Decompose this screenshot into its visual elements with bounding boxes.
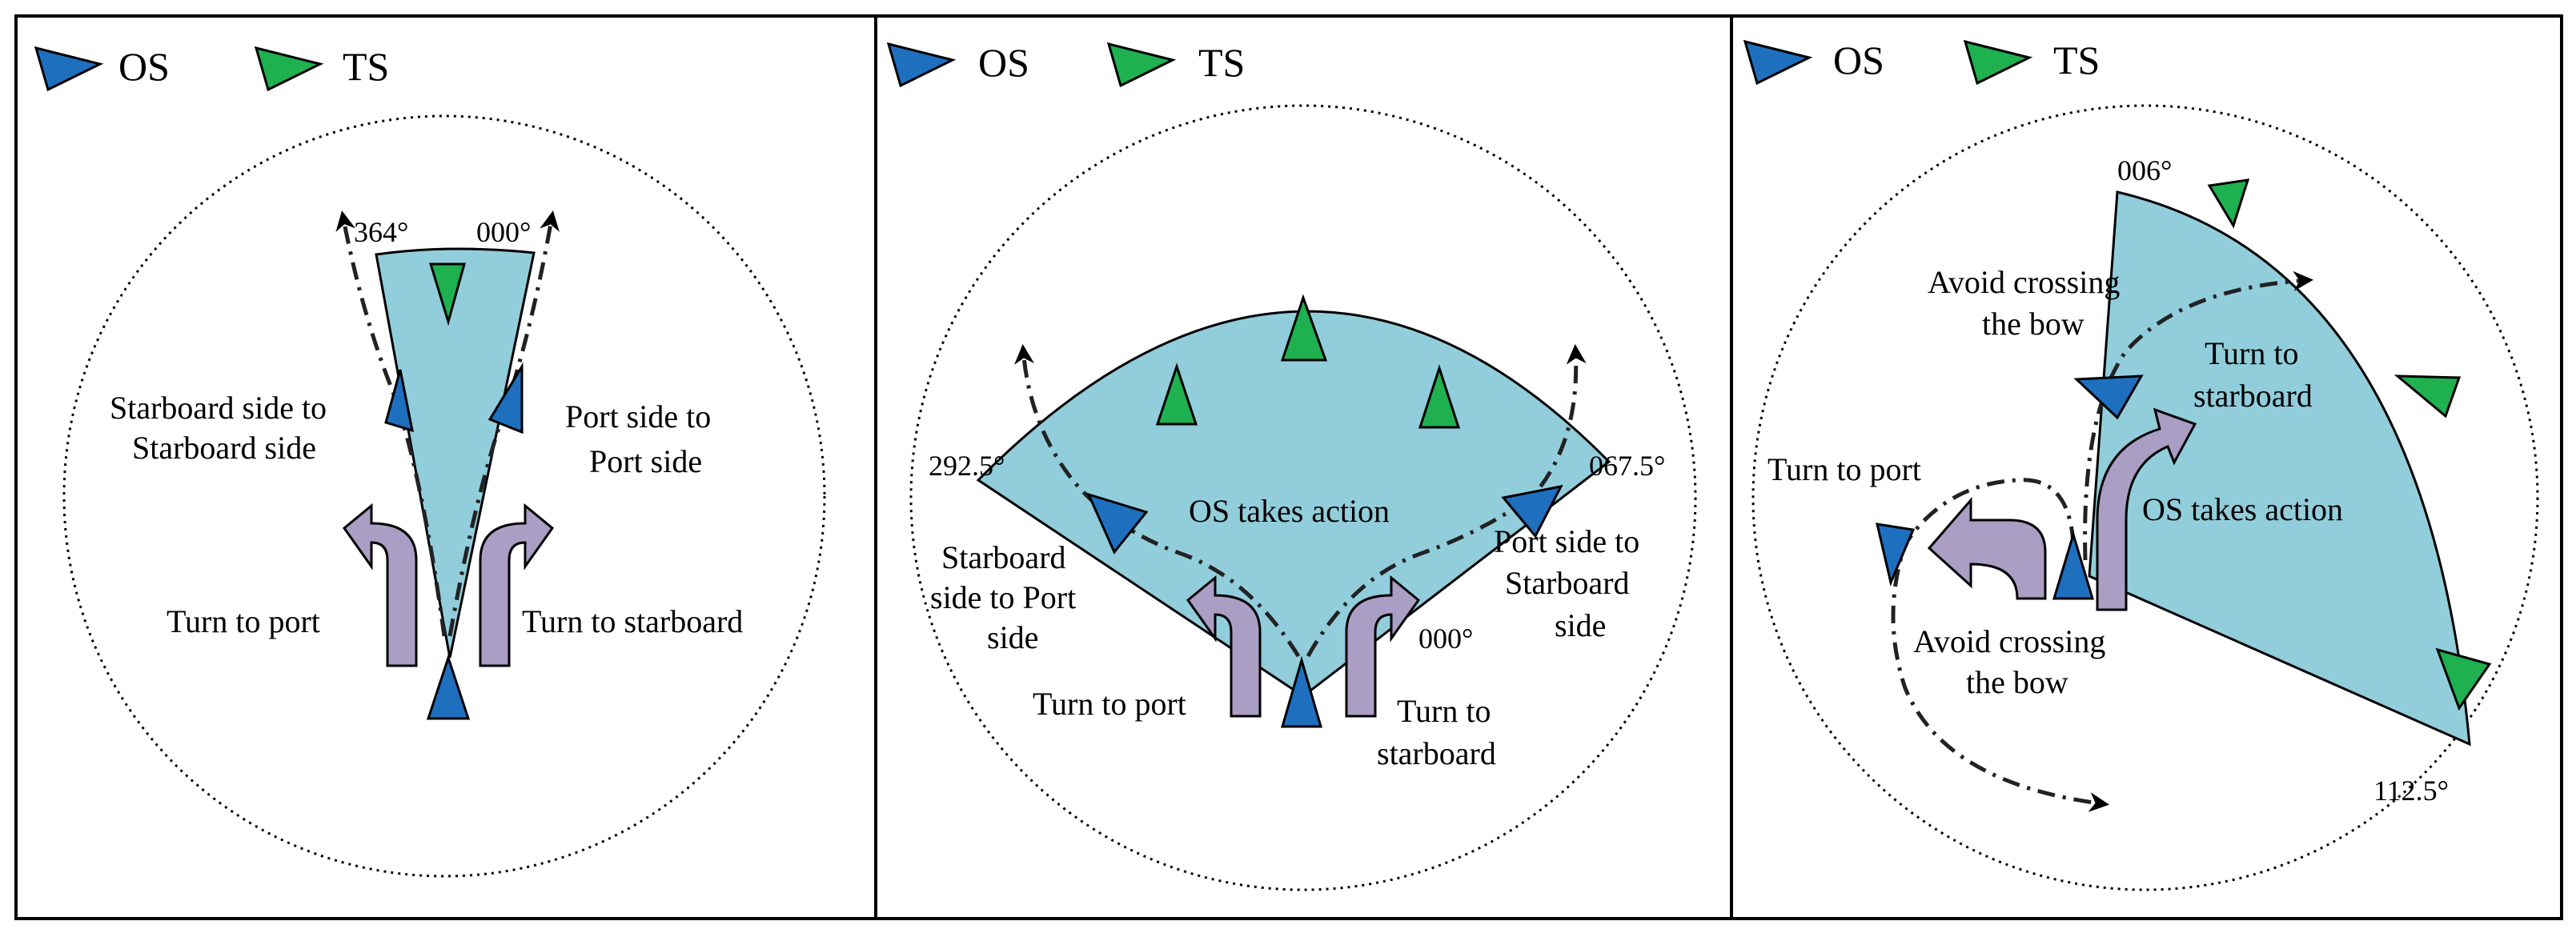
own-ship-icon bbox=[384, 369, 414, 433]
angle-label-right: 000° bbox=[476, 216, 531, 248]
turn-to-port-arrow bbox=[342, 503, 418, 667]
label-turn-to-starboard-2: starboard bbox=[1377, 735, 1496, 771]
label-turn-to-starboard-1: Turn to bbox=[1397, 693, 1491, 729]
legend-ts-label: TS bbox=[343, 44, 389, 89]
range-circle bbox=[62, 114, 826, 878]
label-turn-to-starboard-1: Turn to bbox=[2205, 335, 2298, 371]
avoid-crossing-path-bottom bbox=[1891, 478, 2109, 812]
target-ship-icon bbox=[2207, 178, 2250, 229]
turn-to-starboard-arrow bbox=[2096, 407, 2197, 611]
own-ship-icon bbox=[1743, 39, 1813, 86]
encounter-sector bbox=[375, 247, 536, 659]
label-os-takes-action: OS takes action bbox=[1189, 493, 1390, 529]
maneuver-path-starboard bbox=[447, 210, 560, 637]
label-port-to-starboard-1: Port side to bbox=[1494, 523, 1639, 559]
own-ship-icon bbox=[1281, 655, 1322, 728]
target-ship-icon bbox=[2435, 647, 2492, 711]
target-ship-icon bbox=[1106, 42, 1177, 88]
target-ship-icon bbox=[1280, 294, 1328, 362]
own-ship-icon bbox=[34, 46, 104, 92]
label-turn-to-port: Turn to port bbox=[1033, 686, 1186, 722]
own-ship-icon bbox=[2052, 530, 2095, 600]
panel-crossing: OS TS 006° 112.5° Avoid crossing the bow… bbox=[1743, 38, 2539, 891]
figure-frame bbox=[14, 14, 2563, 920]
panel-head-on: OS TS 364° 000° Starboard side to Starbo… bbox=[34, 44, 826, 878]
target-ship-icon bbox=[428, 262, 466, 326]
own-ship-icon bbox=[1086, 492, 1149, 555]
label-avoid-crossing-bottom-1: Avoid crossing bbox=[1913, 623, 2105, 659]
target-ship-icon bbox=[1963, 39, 2033, 86]
own-ship-icon bbox=[426, 654, 471, 720]
label-port-to-starboard-3: side bbox=[1555, 607, 1606, 643]
label-turn-to-port: Turn to port bbox=[1767, 451, 1921, 487]
target-ship-icon bbox=[2393, 374, 2462, 418]
label-starboard-to-port-2: side to Port bbox=[930, 579, 1076, 615]
target-ship-icon bbox=[1155, 362, 1198, 426]
avoid-crossing-path-top bbox=[2083, 270, 2313, 561]
label-port-to-port-1: Port side to bbox=[565, 398, 711, 434]
label-starboard-to-port-1: Starboard bbox=[941, 539, 1066, 575]
label-port-to-starboard-2: Starboard bbox=[1505, 565, 1630, 601]
legend: OS TS bbox=[1743, 38, 2100, 86]
label-starboard-to-starboard-1: Starboard side to bbox=[110, 390, 327, 426]
label-turn-to-port: Turn to port bbox=[167, 603, 320, 639]
turn-to-port-arrow bbox=[1927, 496, 2047, 600]
label-starboard-to-starboard-2: Starboard side bbox=[132, 430, 316, 466]
legend: OS TS bbox=[886, 40, 1245, 88]
label-turn-to-starboard: Turn to starboard bbox=[522, 603, 743, 639]
angle-label-left: 364° bbox=[354, 216, 408, 248]
turn-to-starboard-arrow bbox=[479, 503, 555, 667]
angle-label-bottom: 000° bbox=[1418, 623, 1473, 655]
turn-to-port-arrow bbox=[1186, 575, 1262, 718]
own-ship-icon bbox=[886, 42, 957, 88]
label-avoid-crossing-bottom-2: the bow bbox=[1966, 664, 2068, 700]
maneuver-path-starboard bbox=[1306, 344, 1587, 658]
angle-label-left: 292.5° bbox=[929, 450, 1005, 482]
label-starboard-to-port-3: side bbox=[987, 619, 1038, 655]
own-ship-icon bbox=[1876, 523, 1916, 587]
own-ship-icon bbox=[2073, 374, 2144, 420]
legend-ts-label: TS bbox=[1198, 40, 1245, 85]
angle-label-top: 006° bbox=[2117, 154, 2172, 186]
label-avoid-crossing-top-1: Avoid crossing bbox=[1928, 264, 2120, 300]
own-ship-icon bbox=[1501, 484, 1563, 539]
target-ship-icon bbox=[1418, 364, 1461, 429]
label-port-to-port-2: Port side bbox=[589, 443, 702, 479]
target-ship-icon bbox=[254, 46, 324, 92]
legend-ts-label: TS bbox=[2053, 38, 2100, 82]
turn-to-starboard-arrow bbox=[1345, 575, 1421, 718]
angle-label-right: 067.5° bbox=[1589, 450, 1665, 482]
range-circle bbox=[1751, 104, 2539, 891]
legend-os-label: OS bbox=[1833, 38, 1884, 82]
range-circle bbox=[909, 104, 1697, 891]
legend-os-label: OS bbox=[118, 44, 170, 89]
label-avoid-crossing-top-2: the bow bbox=[1982, 306, 2084, 342]
label-turn-to-starboard-2: starboard bbox=[2193, 378, 2313, 414]
maneuver-path-port bbox=[335, 210, 447, 637]
label-os-takes-action: OS takes action bbox=[2142, 491, 2343, 527]
panel-ahead-sector: OS TS 292.5° 067.5° 000° OS takes action… bbox=[886, 40, 1697, 891]
own-ship-icon bbox=[488, 362, 524, 434]
angle-label-bottom: 112.5° bbox=[2373, 775, 2449, 807]
legend-os-label: OS bbox=[978, 40, 1029, 85]
legend: OS TS bbox=[34, 44, 389, 92]
encounter-sector bbox=[2088, 190, 2471, 747]
